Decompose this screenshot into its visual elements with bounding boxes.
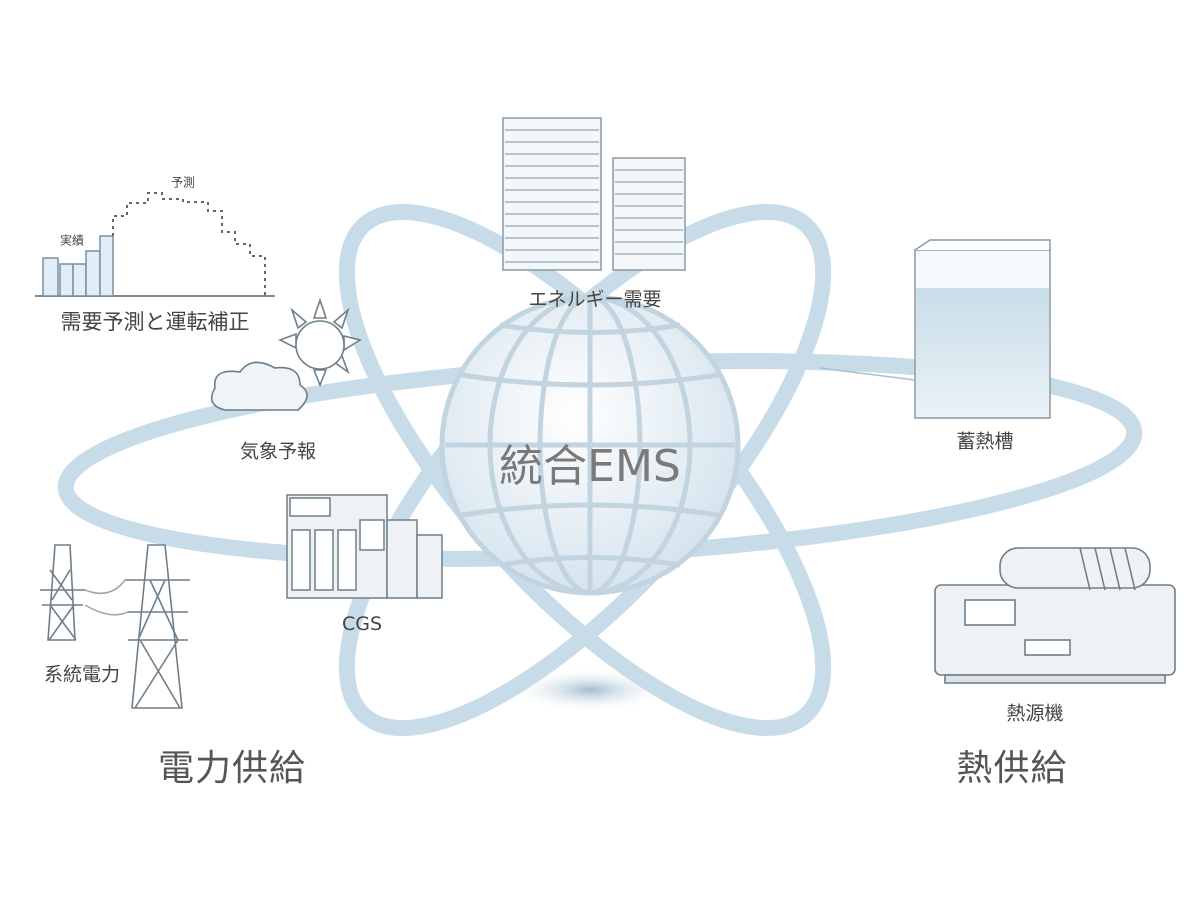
power-supply-heading: 電力供給 (157, 748, 307, 789)
power-towers-icon (40, 544, 190, 709)
heat-supply-heading: 熱供給 (956, 748, 1068, 789)
forecast-label: 予測 (170, 175, 196, 190)
heat-source-label: 熱源機 (1006, 702, 1064, 725)
storage-tank-label: 蓄熱槽 (956, 430, 1014, 453)
weather-icon (210, 297, 363, 411)
heat-source-icon (934, 547, 1176, 684)
energy-demand-label: エネルギー需要 (528, 288, 662, 311)
demand-chart-icon (35, 192, 275, 297)
demand-forecast-label: 需要予測と運転補正 (60, 310, 250, 334)
cgs-label: CGS (341, 613, 383, 635)
weather-label: 気象予報 (239, 440, 317, 463)
globe (439, 294, 741, 596)
grid-power-label: 系統電力 (43, 663, 121, 686)
cgs-icon (286, 494, 443, 599)
center-title: 統合EMS (499, 441, 681, 492)
storage-tank-icon (819, 239, 1051, 419)
buildings-icon (502, 117, 686, 271)
actual-label: 実績 (59, 233, 85, 248)
